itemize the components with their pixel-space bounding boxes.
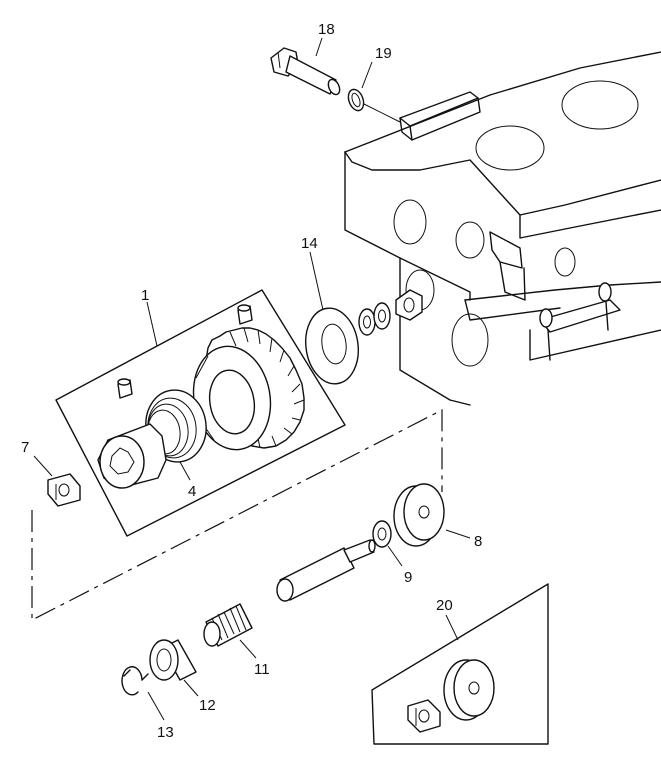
part-20-group-box	[371, 583, 549, 745]
part-7-lock-plate	[47, 473, 81, 507]
leader-13	[147, 691, 165, 721]
part-13-circlip	[121, 666, 143, 696]
callout-4: 4	[188, 483, 196, 500]
callout-18: 18	[318, 21, 335, 38]
leader-8	[445, 529, 471, 539]
part-18-bolt	[270, 47, 341, 96]
idler-shaft	[276, 539, 376, 602]
callout-12: 12	[199, 697, 216, 714]
assembly-dash-line	[31, 409, 443, 621]
callout-1: 1	[141, 287, 149, 304]
leader-20	[445, 614, 459, 641]
part-11-spring	[203, 603, 253, 647]
part-1-dowel-pins	[117, 304, 253, 399]
callout-8: 8	[474, 533, 482, 550]
part-14-washer	[305, 307, 359, 385]
leader-1	[146, 301, 158, 347]
callout-19: 19	[375, 45, 392, 62]
part-8-end-plate	[393, 483, 445, 547]
leader-18	[315, 37, 323, 57]
leader-9	[387, 545, 403, 567]
part-20-lock-plate	[407, 699, 441, 733]
part-1-hub	[97, 423, 167, 489]
leader-14	[309, 251, 324, 311]
part-19-oring	[347, 88, 365, 112]
callout-9: 9	[404, 569, 412, 586]
leader-11	[239, 639, 257, 659]
leader-7	[33, 455, 53, 477]
callout-20: 20	[436, 597, 453, 614]
callout-13: 13	[157, 724, 174, 741]
leader-19	[361, 61, 373, 89]
part-1-idler-gear	[192, 327, 305, 451]
shaft-nut-assembly	[358, 289, 423, 336]
callout-7: 7	[21, 439, 29, 456]
part-1-group-box	[55, 289, 346, 537]
part-12-bushing	[149, 639, 197, 681]
leader-4	[179, 461, 191, 481]
engine-block	[344, 51, 661, 406]
callout-14: 14	[301, 235, 318, 252]
callout-11: 11	[254, 661, 270, 678]
part-20-end-plate	[443, 659, 495, 721]
part-9-washer	[372, 520, 392, 548]
leader-12	[183, 679, 199, 697]
